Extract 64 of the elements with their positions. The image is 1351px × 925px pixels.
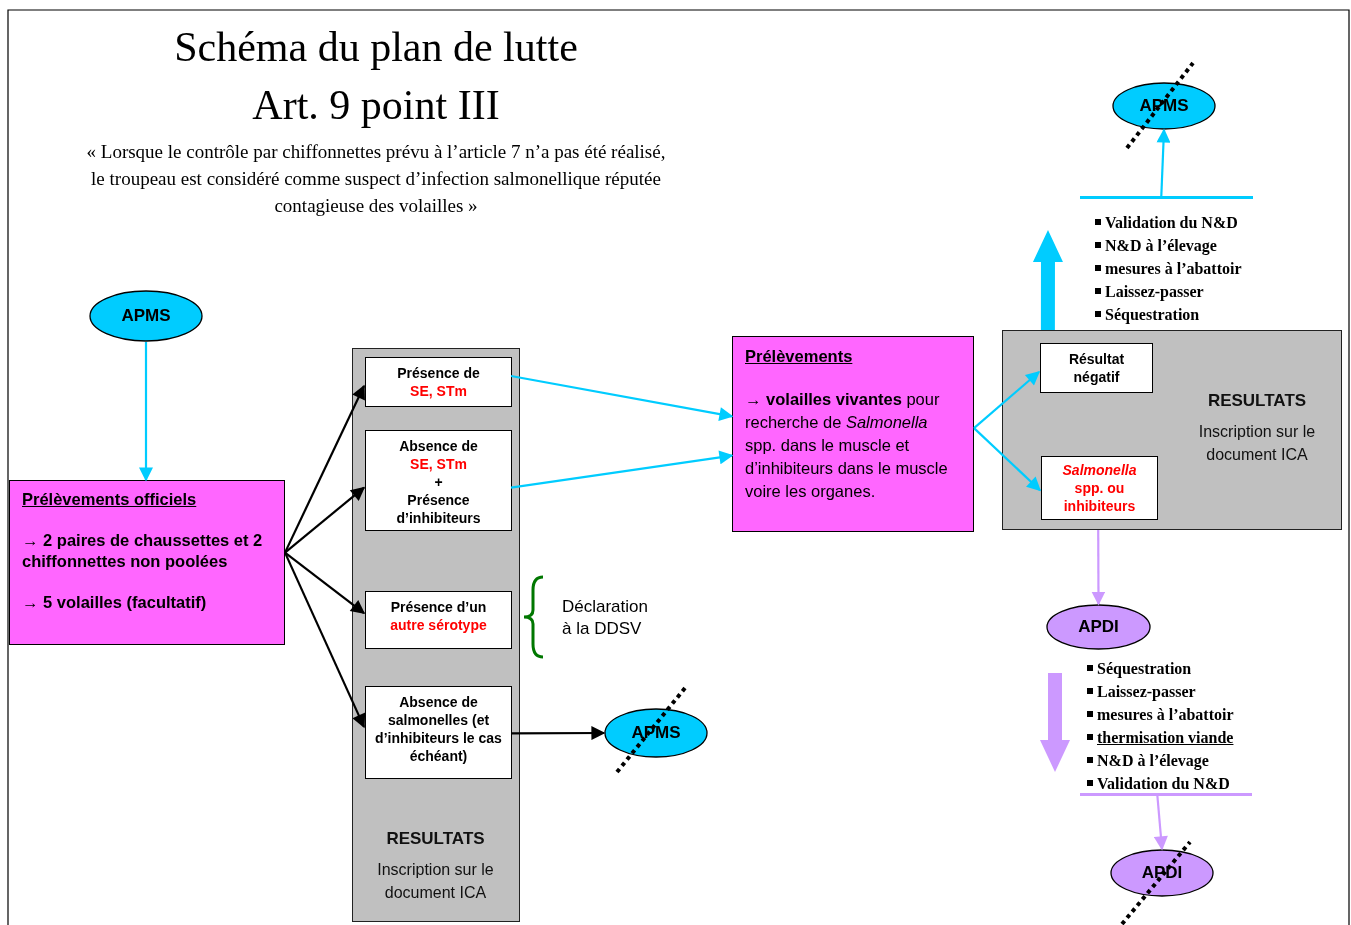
box-text: Présence d’inhibiteurs (395, 491, 482, 527)
list-item: mesures à l’abattoir (1086, 703, 1252, 726)
block-arrow (1040, 673, 1070, 772)
oval-label: APMS (121, 306, 171, 326)
arrow (284, 486, 366, 554)
result-box (365, 686, 512, 779)
box-text: autre sérotype (389, 616, 488, 634)
arrow (510, 450, 734, 489)
panel-note: Inscription sur le document ICA (376, 860, 495, 903)
sampling-box (732, 336, 974, 532)
result-box (365, 357, 512, 407)
list-item: N&D à l’élevage (1094, 234, 1254, 257)
arrow (1091, 530, 1106, 606)
list-item: Validation du N&D (1094, 211, 1254, 234)
list-item: Validation du N&D (1086, 772, 1252, 795)
box-text: → volailles vivantes pour recherche de Salmonella spp. dans le muscle et d’inhibiteurs dans le muscle voire les organes. (745, 389, 949, 502)
box-text: Présence d’un (389, 598, 488, 616)
list-item: Séquestration (1086, 657, 1252, 680)
box-text: Salmonella spp. ou inhibiteurs (1061, 461, 1138, 515)
arrow (284, 384, 365, 554)
panel-note: Inscription sur le document ICA (1197, 422, 1317, 465)
oval-label: APDI (1141, 863, 1183, 883)
arrow (139, 342, 153, 482)
box-heading: Prélèvements officiels (22, 489, 198, 510)
result-box (365, 591, 512, 649)
note-text: Déclaration à la DDSV (562, 596, 649, 640)
arrow (511, 726, 606, 741)
result-box (365, 430, 512, 531)
result-box (1041, 456, 1158, 520)
box-text: Absence de (398, 437, 479, 455)
sampling-box (9, 480, 285, 645)
oval-label: APDI (1078, 617, 1119, 637)
oval-label: APMS (1139, 96, 1189, 116)
arrow (284, 551, 366, 615)
box-text: SE, STm (409, 382, 468, 400)
list-item: Laissez-passer (1086, 680, 1252, 703)
box-text: → 5 volailles (facultatif) (22, 592, 208, 613)
box-text: → 2 paires de chaussettes et 2 chiffonnettes non poolées (22, 530, 264, 572)
box-text: Présence de (396, 364, 481, 382)
arrow (973, 427, 1041, 492)
block-arrow (1032, 230, 1063, 330)
list-item: Laissez-passer (1094, 280, 1254, 303)
list-item: N&D à l’élevage (1086, 749, 1252, 772)
arrow (1156, 128, 1171, 197)
panel-heading: RESULTATS (1206, 390, 1308, 412)
title: Schéma du plan de lutte Art. 9 point III (173, 23, 579, 130)
box-text: Résultat négatif (1067, 350, 1126, 386)
arrow (284, 552, 366, 729)
results-panel (1002, 330, 1342, 530)
box-heading: Prélèvements (745, 346, 854, 367)
arrow (510, 374, 734, 421)
box-text: Absence de salmonelles (et d’inhibiteurs le cas échéant) (374, 693, 503, 765)
quote-text: « Lorsque le contrôle par chiffonnettes prévu à l’article 7 n’a pas été réalisé, le troupeau est considéré comme suspect d’infection salmonellique réputée contagieuse des volailles » (85, 140, 667, 218)
list-item: Séquestration (1094, 303, 1254, 326)
list-item: mesures à l’abattoir (1094, 257, 1254, 280)
results-panel (352, 348, 520, 922)
box-text: + (433, 473, 444, 491)
arrow (973, 371, 1041, 429)
list-item: thermisation viande (1086, 726, 1252, 749)
box-text: SE, STm (409, 455, 468, 473)
oval-label: APMS (631, 723, 681, 743)
arrow (1153, 795, 1168, 851)
panel-heading: RESULTATS (385, 828, 486, 850)
result-box (1040, 343, 1153, 393)
